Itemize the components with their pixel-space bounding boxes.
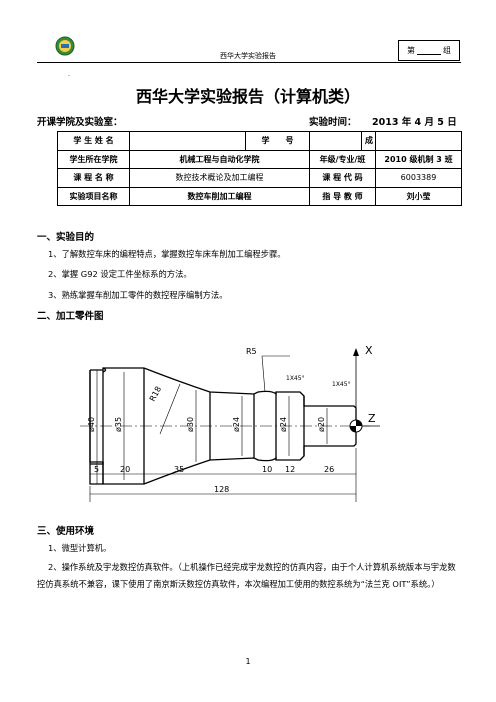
diameter-label: ø40: [87, 417, 96, 432]
college-label: 学生所在学院: [57, 149, 130, 169]
project-name-label: 实验项目名称: [57, 186, 130, 206]
course-name-label: 课 程 名 称: [57, 168, 130, 188]
college-lab-label: 开课学院及实验室：: [37, 117, 123, 128]
group-suffix: 组: [443, 46, 451, 55]
student-no-label: 学 号: [245, 131, 310, 151]
page-title: 西华大学实验报告（计算机类）: [135, 87, 360, 106]
student-name-label: 学 生 姓 名: [57, 131, 130, 151]
course-name-value: 数控技术概论及加工编程: [129, 168, 310, 188]
segment-label: 10: [262, 465, 272, 474]
r5-label: R5: [246, 347, 257, 356]
table-row: 学生所在学院 机械工程与自动化学院 年级/专业/班 2010 级机制 3 班: [57, 149, 462, 169]
objective-item-3: 3、熟练掌握车削加工零件的数控程序编制方法。: [48, 290, 228, 300]
course-code-value: 6003389: [375, 168, 462, 188]
section-2-title: 二、加工零件图: [37, 311, 104, 322]
chamfer-label-2: 1X45°: [332, 381, 351, 388]
objective-item-1: 1、了解数控车床的编程特点，掌握数控车床车削加工编程步骤。: [48, 249, 286, 259]
college-value: 机械工程与自动化学院: [129, 149, 310, 169]
table-row: 实验项目名称 数控车削加工编程 指 导 教 师 刘小莹: [57, 186, 462, 206]
experiment-time-value: 2013 年 4 月 5 日: [372, 117, 457, 128]
experiment-time-label: 实验时间：: [309, 117, 357, 128]
grade-value: 2010 级机制 3 班: [375, 149, 462, 169]
table-row: 学 生 姓 名 学 号 成 绩: [57, 131, 462, 151]
page-number: 1: [245, 657, 251, 666]
section-3-title: 三、使用环境: [37, 526, 95, 537]
group-prefix: 第: [407, 46, 415, 55]
segment-label: 5: [94, 465, 99, 474]
diameter-label: ø20: [317, 417, 326, 432]
section-1-title: 一、实验目的: [37, 232, 95, 243]
chamfer-label-1: 1X45°: [286, 375, 305, 382]
diameter-label: ø30: [186, 417, 195, 432]
total-length-label: 128: [214, 485, 229, 494]
diameter-label: ø35: [114, 417, 123, 432]
group-number-blank: [417, 46, 441, 55]
z-axis-label: Z: [368, 412, 376, 425]
segment-label: 35: [174, 465, 184, 474]
course-code-label: 课 程 代 码: [309, 168, 376, 188]
header-divider: [37, 62, 461, 63]
environment-item-1: 1、微型计算机。: [48, 543, 112, 553]
diameter-label: ø24: [232, 417, 241, 432]
objective-item-2: 2、掌握 G92 设定工件坐标系的方法。: [48, 269, 192, 279]
project-name-value: 数控车削加工编程: [129, 186, 310, 206]
part-drawing: R5 1X45° 1X45° X Z R18 ø40 ø35 ø30 ø24 ø…: [80, 344, 380, 502]
table-row: 课 程 名 称 数控技术概论及加工编程 课 程 代 码 6003389: [57, 168, 462, 188]
segment-label: 12: [285, 465, 295, 474]
student-info-table: 学 生 姓 名 学 号 成 绩 学生所在学院 机械工程与自动化学院 年级/专业/…: [57, 131, 462, 206]
university-logo-icon: [55, 36, 75, 56]
x-axis-label: X: [365, 344, 373, 357]
score-value: [375, 131, 462, 151]
r18-label: R18: [148, 385, 163, 403]
header-title: 西华大学实验报告: [220, 52, 276, 60]
segment-label: 20: [120, 465, 130, 474]
student-no-value: [309, 131, 362, 151]
diameter-label: ø24: [279, 417, 288, 432]
grade-label: 年级/专业/班: [309, 149, 376, 169]
group-number-box: 第 组: [398, 40, 460, 61]
teacher-label: 指 导 教 师: [309, 186, 376, 206]
student-name-value: [129, 131, 246, 151]
header-dot: ·: [68, 73, 70, 80]
score-label: 成 绩: [361, 131, 376, 151]
environment-item-2: 2、操作系统及宇龙数控仿真软件。（上机操作已经完成宇龙数控的仿真内容，由于个人计…: [37, 562, 456, 589]
segment-label: 26: [324, 465, 334, 474]
teacher-value: 刘小莹: [375, 186, 462, 206]
